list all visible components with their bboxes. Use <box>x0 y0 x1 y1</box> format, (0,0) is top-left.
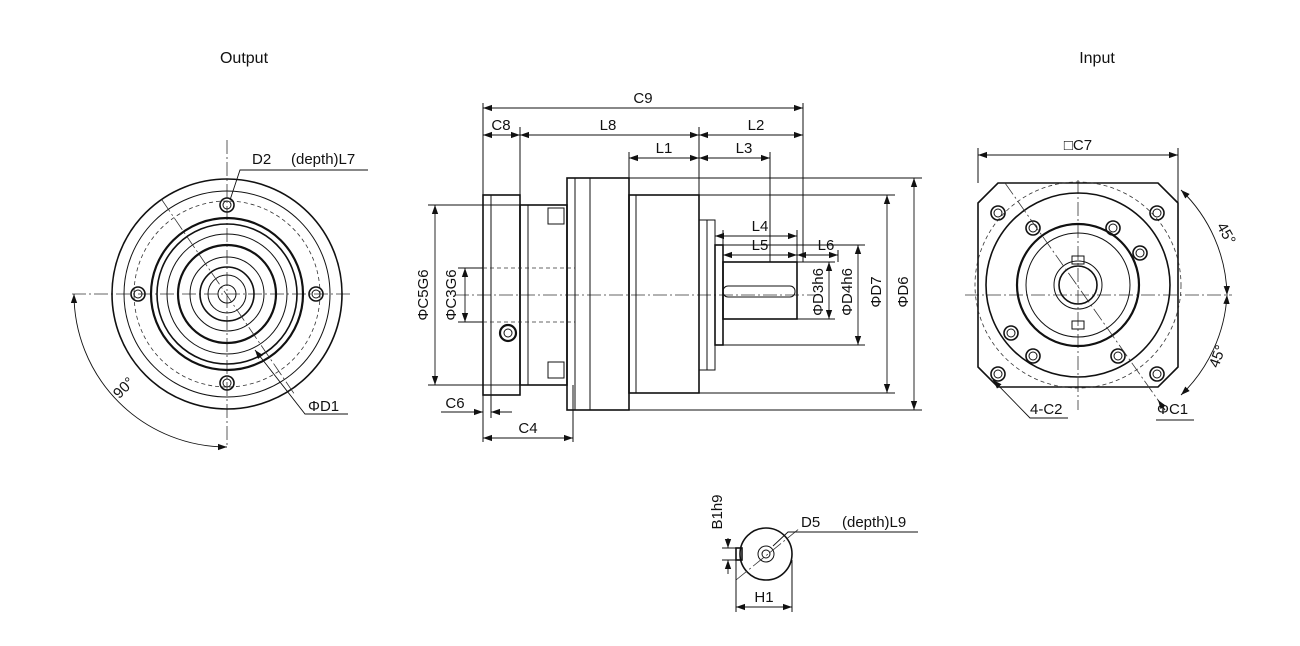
label-c4: C4 <box>518 420 537 437</box>
label-c5: ΦC5G6 <box>415 269 432 320</box>
label-d2: D2 <box>252 151 271 168</box>
label-angle-45-bottom: 45° <box>1206 343 1230 370</box>
input-bolt-holes <box>990 205 1165 382</box>
input-view: Input □C7 <box>965 50 1239 421</box>
label-l4: L4 <box>752 218 769 235</box>
label-c7: □C7 <box>1064 137 1092 154</box>
label-l3: L3 <box>736 140 753 157</box>
label-l7: (depth)L7 <box>291 151 355 168</box>
label-d1: ΦD1 <box>308 398 339 415</box>
label-c9: C9 <box>633 90 652 107</box>
label-d4: ΦD4h6 <box>839 268 856 316</box>
label-h1: H1 <box>754 589 773 606</box>
label-l9: (depth)L9 <box>842 514 906 531</box>
label-b1: B1h9 <box>709 494 726 529</box>
label-l8: L8 <box>600 117 617 134</box>
side-view: C9 C8 L8 L2 L1 L3 L4 L5 L6 ΦC5G6 ΦC3G6 Φ… <box>415 90 922 442</box>
output-title: Output <box>220 50 269 67</box>
input-title: Input <box>1079 50 1115 67</box>
label-d7: ΦD7 <box>868 276 885 307</box>
output-view: Output D2 (depth)L7 ΦD1 90 <box>70 50 368 451</box>
label-c6: C6 <box>445 395 464 412</box>
label-c8: C8 <box>491 117 510 134</box>
label-d5: D5 <box>801 514 820 531</box>
key-detail-view: B1h9 D5 (depth)L9 H1 <box>709 494 918 612</box>
label-d3: ΦD3h6 <box>810 268 827 316</box>
label-d6: ΦD6 <box>895 276 912 307</box>
label-c3: ΦC3G6 <box>443 269 460 320</box>
label-c1: ΦC1 <box>1157 401 1188 418</box>
label-l1: L1 <box>656 140 673 157</box>
label-l2: L2 <box>748 117 765 134</box>
label-c2: 4-C2 <box>1030 401 1063 418</box>
